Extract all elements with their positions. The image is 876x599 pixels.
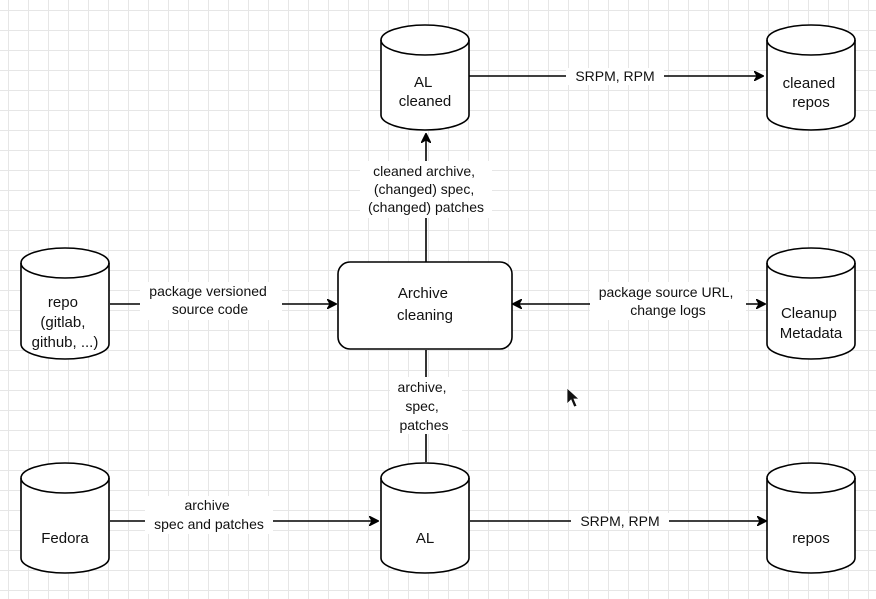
- edge-label-line: source code: [172, 301, 248, 317]
- edge-label-line: package source URL,: [599, 284, 734, 300]
- node-archive-cleaning[interactable]: Archive cleaning: [337, 261, 513, 350]
- node-al[interactable]: AL: [380, 462, 470, 574]
- node-label-line: cleaned: [783, 75, 836, 92]
- edge-label-archive-spec-patches: archive, spec, patches: [390, 377, 462, 434]
- node-repo-source[interactable]: repo (gitlab, github, ...): [20, 247, 110, 360]
- edge-label-line: spec and patches: [154, 516, 264, 532]
- edge-label-srpm-rpm-bottom: SRPM, RPM: [571, 513, 669, 530]
- svg-text:SRPM, RPM: SRPM, RPM: [575, 68, 654, 84]
- edge-label-srpm-rpm-top: SRPM, RPM: [566, 68, 664, 85]
- node-label-line: repos: [792, 530, 830, 547]
- svg-text:Archive cleaning: Archive cleaning: [397, 285, 453, 324]
- svg-text:repo (gitlab, gith: repo (gitlab, github, ...): [32, 294, 99, 351]
- edge-label-line: cleaned archive,: [373, 163, 475, 179]
- node-label-line: repos: [792, 94, 830, 111]
- mouse-cursor-icon: [566, 387, 581, 408]
- svg-text:cleaned archive, (change: cleaned archive, (changed) spec, (change…: [368, 163, 484, 215]
- edge-label-line: (changed) patches: [368, 199, 484, 215]
- node-label-line: Metadata: [780, 325, 843, 342]
- edge-label-cleaned-archive: cleaned archive, (changed) spec, (change…: [360, 161, 492, 218]
- edge-label-line: spec,: [405, 398, 438, 414]
- svg-text:archive spec and patches: archive spec and patches: [154, 497, 264, 532]
- node-label-line: cleaned: [399, 93, 452, 110]
- edge-label-archive-spec-and-patches: archive spec and patches: [145, 496, 273, 534]
- svg-text:cleaned repos: cleaned repos: [783, 75, 840, 111]
- node-label-line: repo: [48, 294, 78, 311]
- node-label-line: AL: [414, 74, 432, 91]
- node-cleanup-metadata[interactable]: Cleanup Metadata: [766, 247, 856, 360]
- edge-label-line: package versioned: [149, 283, 267, 299]
- node-al-cleaned[interactable]: AL cleaned: [380, 24, 470, 131]
- svg-text:package source URL, chan: package source URL, change logs: [599, 284, 738, 318]
- edge-label-line: change logs: [630, 302, 706, 318]
- node-label-line: Fedora: [41, 530, 89, 547]
- node-label-line: AL: [416, 530, 434, 547]
- edge-label-line: patches: [399, 417, 448, 433]
- svg-text:Fedora: Fedora: [41, 530, 89, 547]
- svg-text:SRPM, RPM: SRPM, RPM: [580, 513, 659, 529]
- node-label-line: Cleanup: [781, 305, 837, 322]
- edge-label-line: archive,: [398, 379, 447, 395]
- node-label-line: Archive: [398, 285, 448, 302]
- edge-label-line: SRPM, RPM: [580, 513, 659, 529]
- edge-label-line: archive: [184, 497, 229, 513]
- svg-text:AL: AL: [416, 530, 434, 547]
- node-label-line: (gitlab,: [40, 314, 85, 331]
- edge-label-package-source-url: package source URL, change logs: [590, 282, 746, 320]
- edge-label-line: SRPM, RPM: [575, 68, 654, 84]
- svg-text:AL cleaned: AL cleaned: [399, 74, 452, 110]
- edge-label-package-versioned: package versioned source code: [140, 282, 282, 320]
- svg-text:archive, spec, pat: archive, spec, patches: [398, 379, 451, 433]
- svg-text:Cleanup Metadata: Cleanup Metadata: [780, 305, 843, 342]
- node-fedora[interactable]: Fedora: [20, 462, 110, 574]
- node-cleaned-repos[interactable]: cleaned repos: [766, 24, 856, 131]
- svg-text:repos: repos: [792, 530, 830, 547]
- node-label-line: cleaning: [397, 307, 453, 324]
- svg-text:package versioned source: package versioned source code: [149, 283, 270, 317]
- node-label-line: github, ...): [32, 334, 99, 351]
- edge-label-line: (changed) spec,: [374, 181, 474, 197]
- node-repos[interactable]: repos: [766, 462, 856, 574]
